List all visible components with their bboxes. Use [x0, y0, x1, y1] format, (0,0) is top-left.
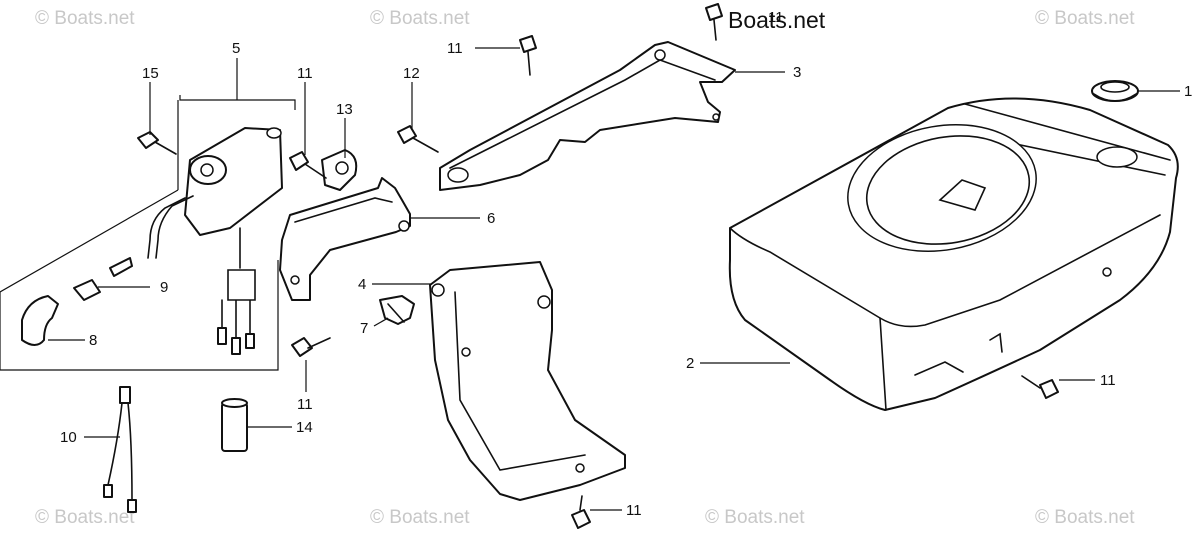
callout-5: 5 — [232, 40, 240, 57]
bolt-12 — [397, 125, 439, 153]
callout-11-guard: 11 — [626, 502, 642, 519]
part-1-grommet — [1091, 80, 1139, 102]
bolt-15 — [137, 131, 177, 155]
callout-1: 1 — [1184, 83, 1192, 100]
bolt-11-guard — [571, 495, 591, 529]
part-10-wire-lead — [103, 386, 137, 513]
part-2-fan-cover — [728, 97, 1179, 411]
watermark-top-center: © Boats.net — [370, 8, 470, 29]
callout-11-brand: 11 — [768, 9, 784, 26]
part-4-bottom-guard — [429, 261, 626, 501]
bolt-11-cover — [1021, 375, 1059, 399]
callout-2: 2 — [686, 355, 694, 372]
part-9-boot — [73, 257, 133, 301]
part-14-sleeve — [221, 398, 248, 452]
callout-numbers: 1 2 3 4 5 6 7 8 9 10 11 11 11 11 11 11 1… — [60, 9, 1192, 519]
watermark-bottom-right: © Boats.net — [1035, 507, 1135, 528]
watermark-top-right: © Boats.net — [1035, 8, 1135, 29]
part-5-ignition-coil — [0, 62, 296, 371]
part-7-clip — [379, 295, 415, 325]
bolt-11-coil — [289, 151, 327, 179]
callout-13: 13 — [336, 101, 353, 118]
bolt-11-brand — [705, 3, 723, 41]
part-8-plug-cap — [21, 295, 59, 346]
brand-logo: Boats.net — [728, 7, 826, 33]
callout-3: 3 — [793, 64, 801, 81]
callout-8: 8 — [89, 332, 97, 349]
callout-7: 7 — [360, 320, 368, 337]
callout-4: 4 — [358, 276, 366, 293]
leader-lines — [48, 47, 1180, 511]
bolt-11-top — [519, 35, 537, 76]
watermark-top-left: © Boats.net — [35, 8, 135, 29]
watermark-bottom-mid: © Boats.net — [705, 507, 805, 528]
watermark-bottom-center: © Boats.net — [370, 507, 470, 528]
part-13-clamp — [321, 149, 358, 191]
callout-11-top: 11 — [447, 40, 463, 57]
callout-11-cover: 11 — [1100, 372, 1116, 389]
callout-15: 15 — [142, 65, 159, 82]
callout-11-bracket: 11 — [297, 396, 313, 413]
part-6-coil-bracket — [279, 177, 411, 301]
callout-12: 12 — [403, 65, 420, 82]
callout-6: 6 — [487, 210, 495, 227]
callout-11-coil: 11 — [297, 65, 313, 82]
watermarks: © Boats.net © Boats.net © Boats.net © Bo… — [35, 8, 1135, 528]
callout-9: 9 — [160, 279, 168, 296]
part-3-bracket-arm — [439, 41, 736, 191]
watermark-bottom-left: © Boats.net — [35, 507, 135, 528]
callout-14: 14 — [296, 419, 313, 436]
callout-10: 10 — [60, 429, 77, 446]
bolt-11-bracket — [291, 337, 331, 357]
